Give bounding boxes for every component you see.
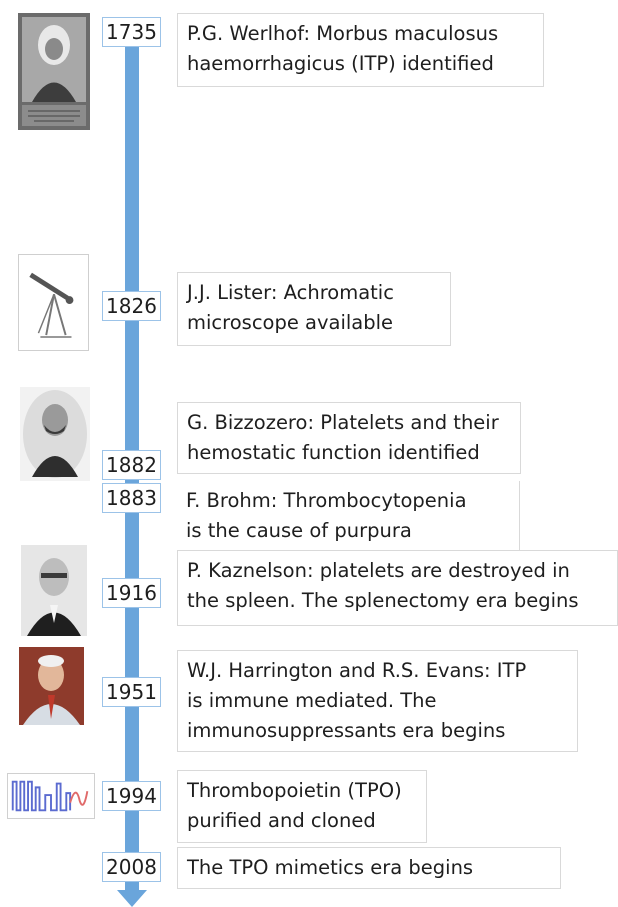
year-label: 1994: [102, 781, 161, 811]
year-label: 1882: [102, 450, 161, 480]
event-box: Thrombopoietin (TPO) purified and cloned: [177, 770, 427, 843]
year-label: 1916: [102, 578, 161, 608]
timeline-arrow-head: [117, 890, 147, 907]
event-box: P. Kaznelson: platelets are destroyed in…: [177, 550, 618, 626]
year-label: 1826: [102, 291, 161, 321]
harrington-portrait-icon: [19, 647, 84, 725]
kaznelson-portrait-icon: [21, 545, 87, 636]
bizzozero-portrait-icon: [20, 387, 90, 481]
microscope-icon: [18, 254, 89, 351]
event-box: The TPO mimetics era begins: [177, 847, 561, 889]
event-box: P.G. Werlhof: Morbus maculosus haemorrha…: [177, 13, 544, 87]
year-label: 2008: [102, 852, 161, 882]
tpo-molecule-icon: [7, 773, 95, 819]
year-label: 1883: [102, 483, 161, 513]
werlhof-portrait-icon: [18, 13, 90, 130]
event-box: J.J. Lister: Achromatic microscope avail…: [177, 272, 451, 346]
year-label: 1735: [102, 17, 161, 47]
event-box: W.J. Harrington and R.S. Evans: ITP is i…: [177, 650, 578, 752]
event-box: G. Bizzozero: Platelets and their hemost…: [177, 402, 521, 474]
event-box: F. Brohm: Thrombocytopenia is the cause …: [177, 481, 520, 551]
year-label: 1951: [102, 677, 161, 707]
